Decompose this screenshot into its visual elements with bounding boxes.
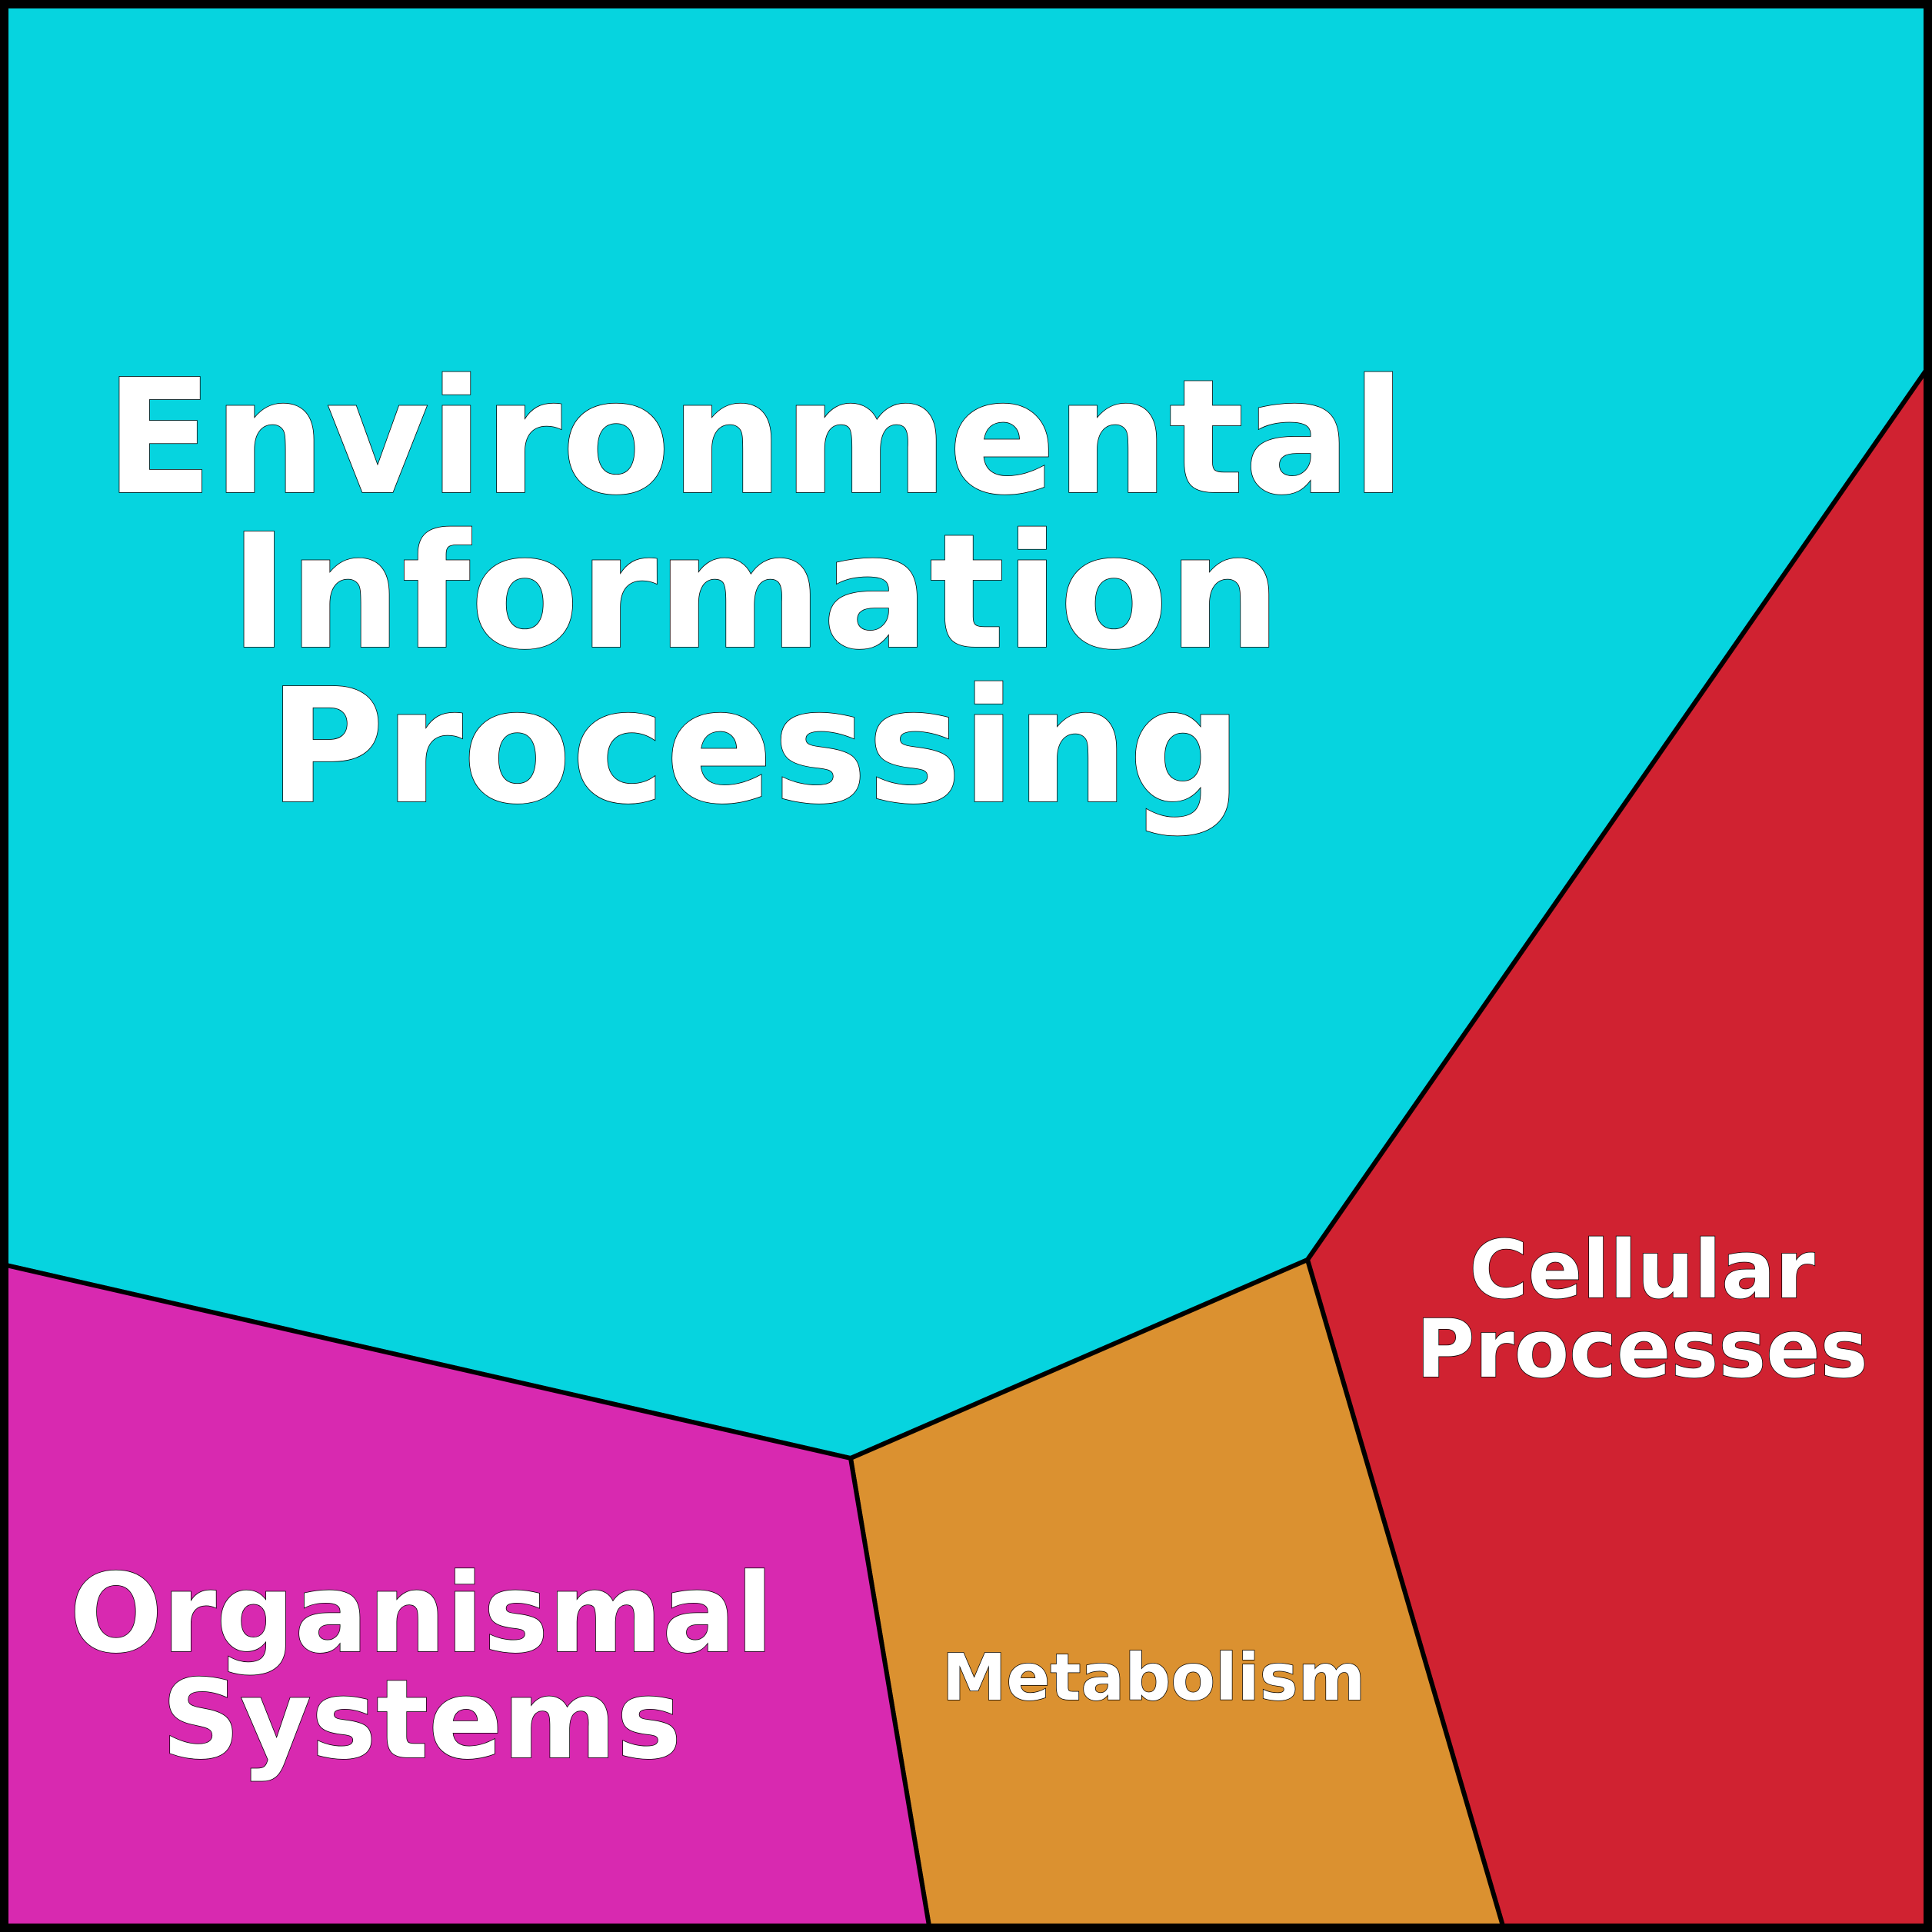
- cell-label-line: Processing: [268, 655, 1242, 839]
- cell-label-line: Cellular: [1469, 1223, 1814, 1317]
- cell-label-line: Metabolism: [942, 1640, 1365, 1715]
- cell-label-line: Environmental: [105, 345, 1405, 530]
- cell-label-line: Information: [230, 500, 1281, 685]
- cells-layer: [4, 4, 1928, 1928]
- cell-label-line: Processes: [1416, 1302, 1867, 1396]
- cell-label-line: Systems: [162, 1657, 681, 1784]
- cell-label-metabolism: Metabolism: [942, 1640, 1365, 1715]
- cell-label-line: Organismal: [70, 1551, 774, 1677]
